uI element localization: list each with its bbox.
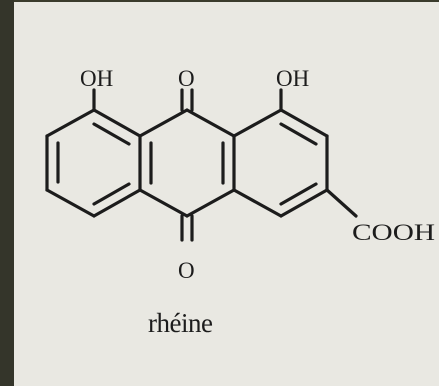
carbonyl-bottom-label: O bbox=[178, 258, 195, 283]
hydroxyl-left-label: OH bbox=[80, 66, 113, 91]
hydroxyl-right-label: OH bbox=[276, 66, 309, 91]
carbonyl-top-label: O bbox=[178, 66, 195, 91]
image-border bbox=[0, 0, 14, 386]
right-benzene-ring bbox=[232, 108, 329, 218]
compound-name: rhéine bbox=[148, 308, 213, 338]
left-benzene-ring bbox=[45, 108, 142, 218]
carboxyl-bond bbox=[325, 188, 358, 218]
carboxyl-label: COOH bbox=[352, 220, 435, 245]
middle-quinone-ring bbox=[138, 108, 236, 218]
